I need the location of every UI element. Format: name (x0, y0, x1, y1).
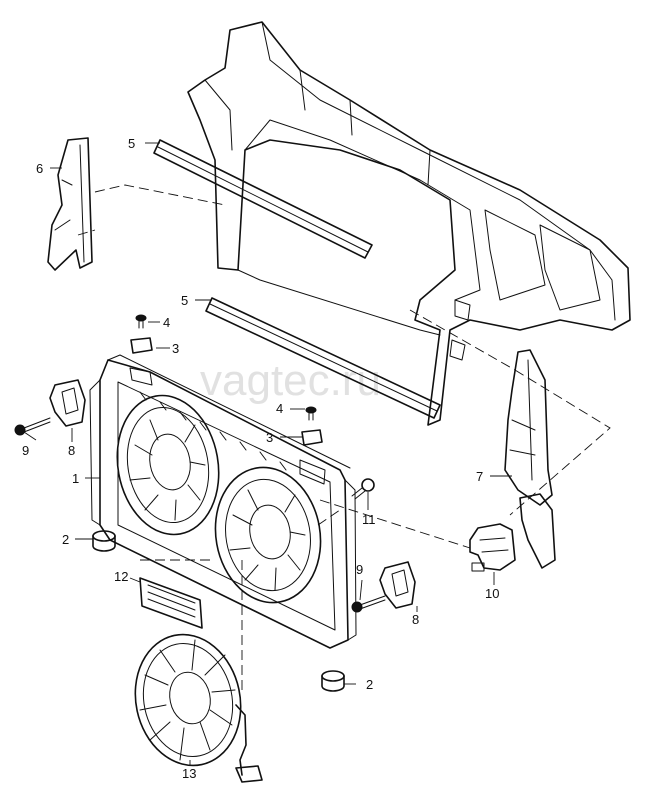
pin-upper-right (305, 406, 317, 421)
pin-upper-left (135, 314, 147, 329)
callout-7: 7 (476, 469, 483, 484)
callout-2-right: 2 (366, 677, 373, 692)
callout-10: 10 (485, 586, 499, 601)
rubber-buffer-upper-left (130, 337, 153, 354)
seal-strip-lower (205, 297, 441, 419)
alignment-lines (77, 184, 611, 690)
callout-1: 1 (72, 471, 79, 486)
bolt-right-part (351, 595, 386, 613)
seal-strip-upper (153, 139, 373, 259)
callout-13: 13 (182, 766, 196, 781)
radiator-fan-shroud-part (89, 354, 357, 649)
mount-bracket-left-part (49, 379, 86, 427)
mount-bracket-right-part (379, 561, 416, 609)
callout-3-right: 3 (266, 430, 273, 445)
watermark: vagtec.ru (200, 356, 381, 405)
callout-3-left: 3 (172, 341, 179, 356)
leader-lines (23, 142, 512, 765)
callout-5-upper: 5 (128, 136, 135, 151)
callout-2-left: 2 (62, 532, 69, 547)
callout-9-left: 9 (22, 443, 29, 458)
rubber-buffer-lower-right (321, 670, 345, 692)
grille-part (139, 577, 203, 629)
callout-labels: 5 5 6 7 1 2 2 3 3 4 4 8 8 9 9 10 11 12 1… (22, 136, 499, 781)
callout-4-right: 4 (276, 401, 283, 416)
air-duct-left-part (47, 137, 93, 271)
bracket-10-part (469, 523, 516, 572)
callout-5-lower: 5 (181, 293, 188, 308)
callout-12: 12 (114, 569, 128, 584)
callout-11: 11 (362, 512, 376, 527)
front-carrier-part (187, 21, 631, 426)
callout-8-left: 8 (68, 443, 75, 458)
callout-8-right: 8 (412, 612, 419, 627)
rubber-buffer-upper-right (301, 429, 323, 446)
callout-9-right: 9 (356, 562, 363, 577)
bolt-left-part (14, 417, 51, 436)
callout-6: 6 (36, 161, 43, 176)
air-duct-right-part (504, 349, 556, 569)
fan-wheel-part (134, 633, 263, 783)
screw-11-part (351, 478, 375, 500)
rubber-buffer-lower-left (92, 530, 116, 552)
callout-4-left: 4 (163, 315, 170, 330)
